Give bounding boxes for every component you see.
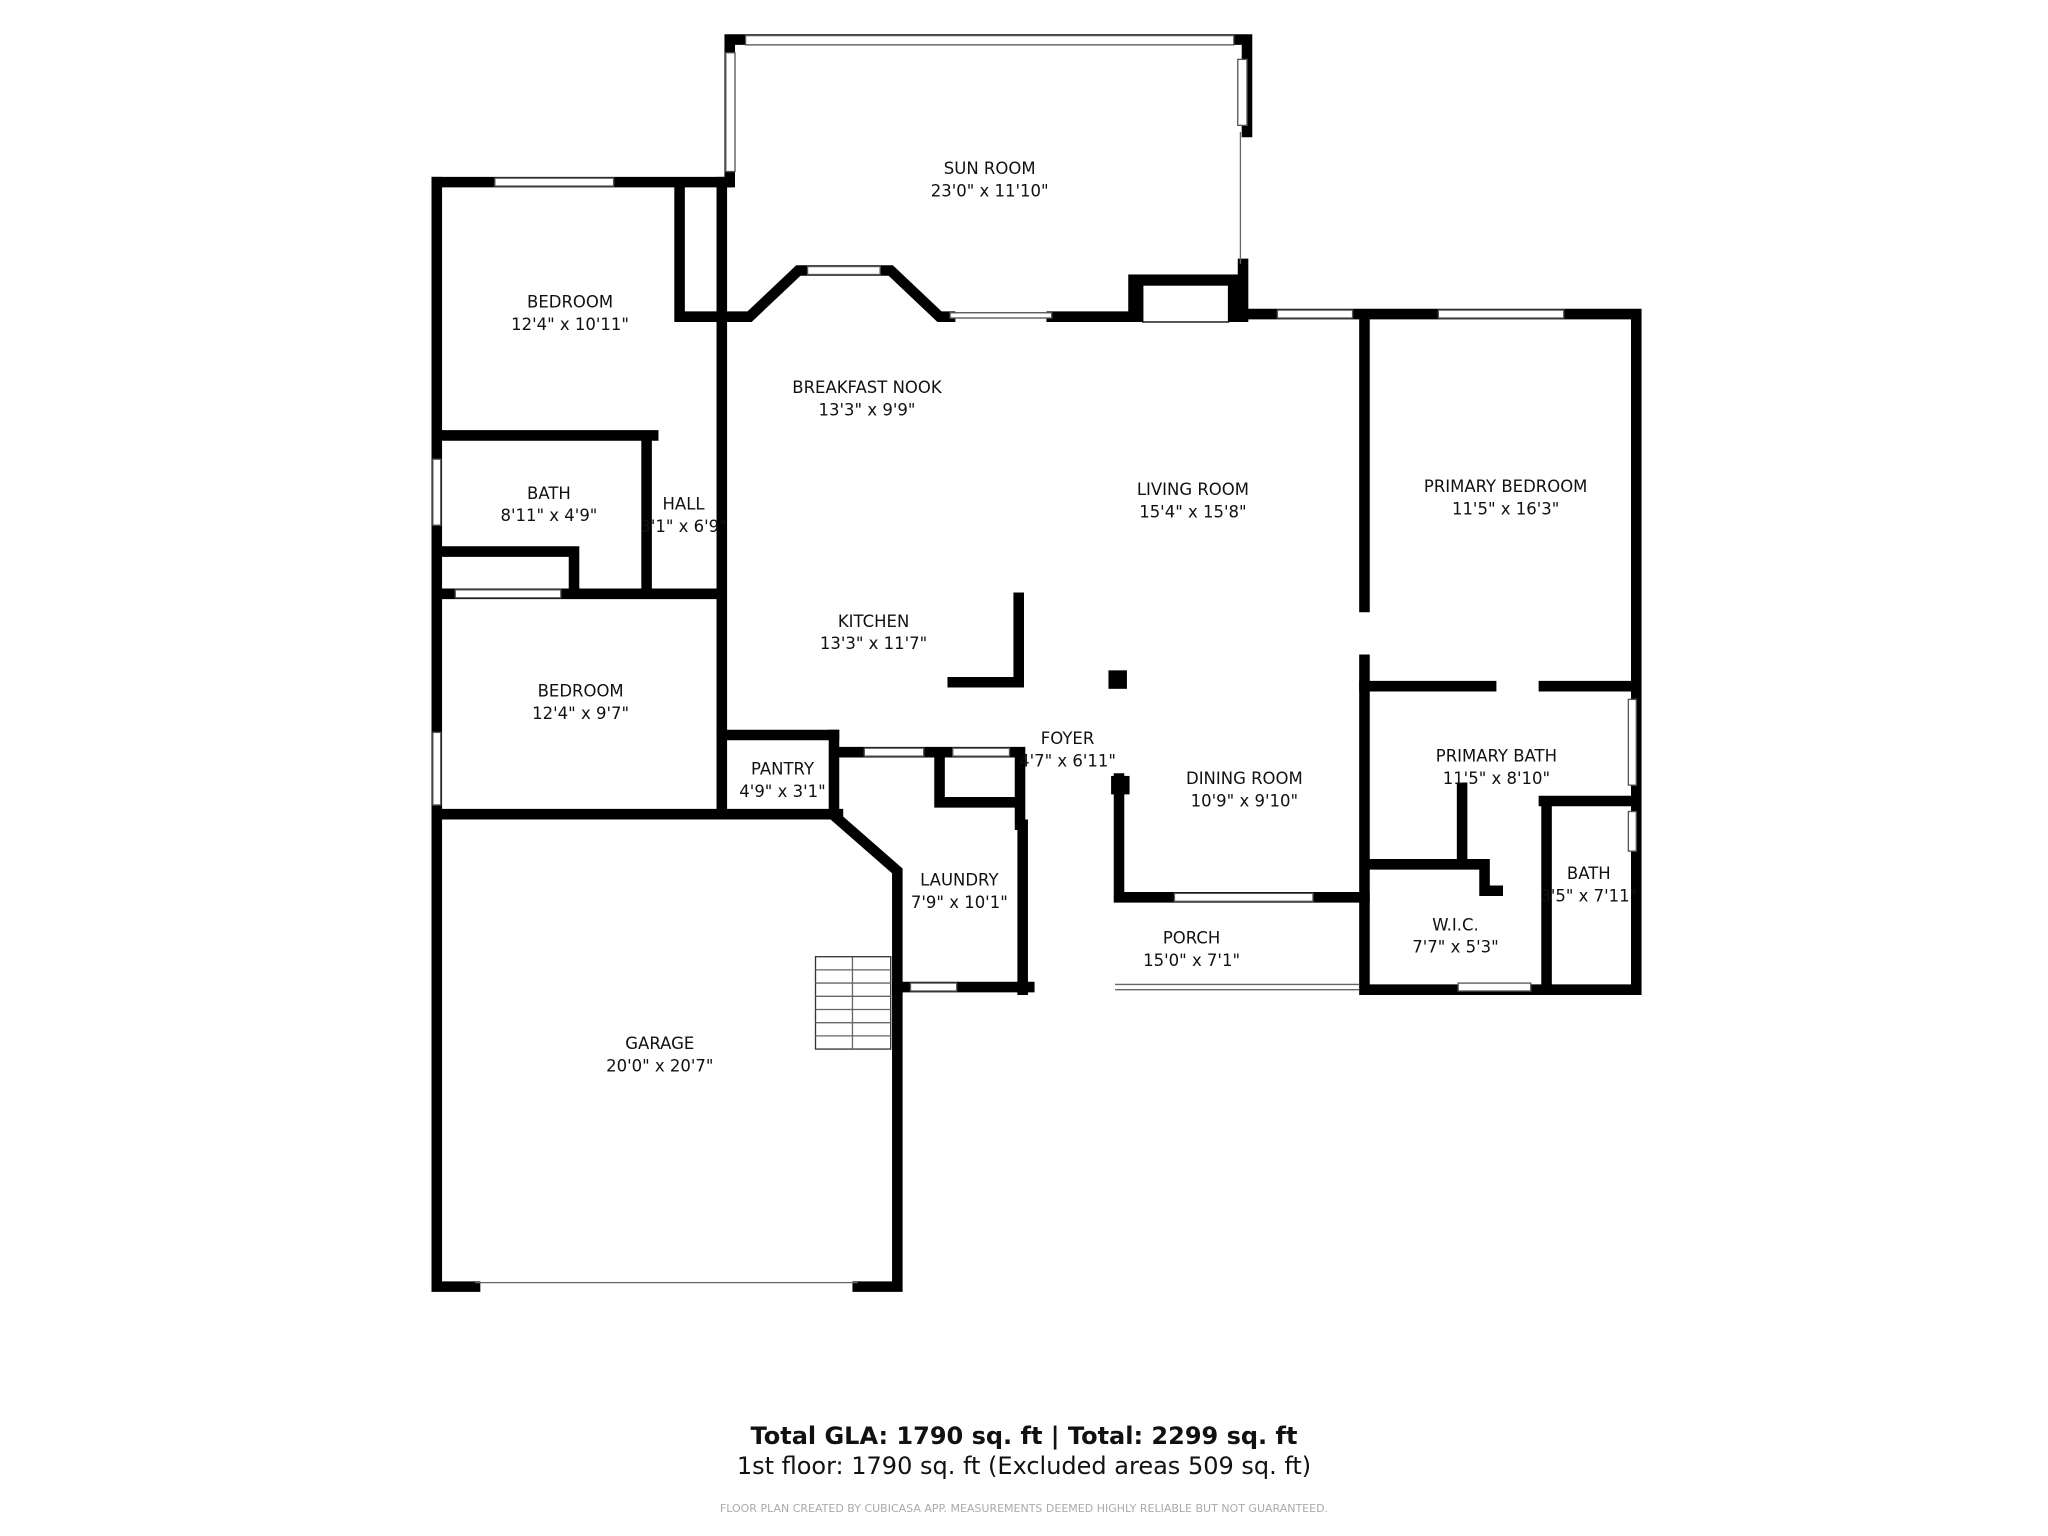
room-wic: W.I.C.7'7" x 5'3" bbox=[1412, 915, 1498, 956]
disclaimer: FLOOR PLAN CREATED BY CUBICASA APP. MEAS… bbox=[719, 1502, 1329, 1515]
stairs-icon bbox=[814, 956, 892, 1050]
windows bbox=[432, 34, 1637, 992]
walls bbox=[431, 34, 1642, 1292]
floor-area: 1st floor: 1790 sq. ft (Excluded areas 5… bbox=[736, 1452, 1312, 1480]
total-area: Total GLA: 1790 sq. ft | Total: 2299 sq.… bbox=[750, 1422, 1298, 1450]
